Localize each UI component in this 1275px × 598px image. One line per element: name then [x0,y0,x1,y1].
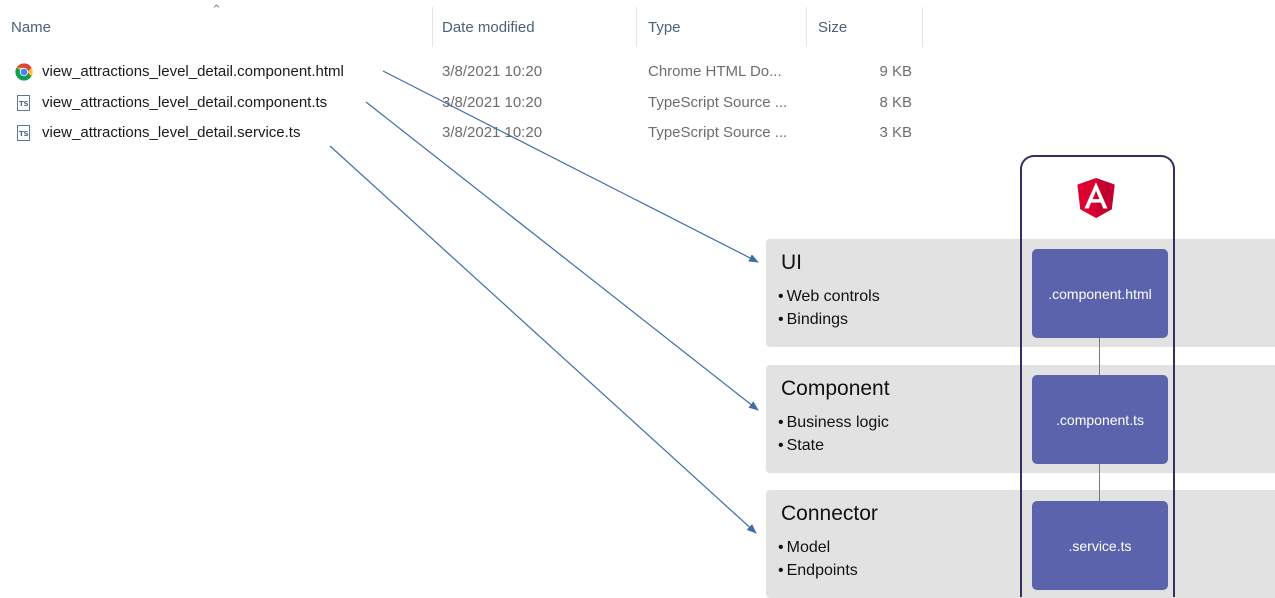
block-connector-line [1099,464,1100,501]
file-type: Chrome HTML Do... [648,63,782,80]
layer-bullet-list: Model Endpoints [778,536,858,582]
arrow-service-to-connector [329,145,757,534]
file-size: 3 KB [879,124,912,141]
column-header-type[interactable]: Type [648,19,681,36]
layer-title: Connector [781,502,878,525]
column-divider[interactable] [806,7,807,47]
layer-bullet-list: Web controls Bindings [778,285,880,331]
layer-bullet: Endpoints [778,559,858,582]
file-row-service-ts[interactable]: TS view_attractions_level_detail.service… [0,118,960,148]
block-component-html: .component.html [1032,249,1168,338]
column-divider[interactable] [922,7,923,47]
file-type: TypeScript Source ... [648,124,788,141]
file-size: 9 KB [879,63,912,80]
file-type: TypeScript Source ... [648,94,788,111]
column-header-name[interactable]: Name [11,19,52,36]
block-connector-line [1099,338,1100,375]
column-divider[interactable] [636,7,637,47]
layer-bullet: Web controls [778,285,880,308]
block-component-ts: .component.ts [1032,375,1168,464]
chrome-icon [15,63,33,81]
file-name: view_attractions_level_detail.component.… [42,63,344,80]
typescript-file-icon: TS [17,95,30,111]
typescript-file-icon: TS [17,125,30,141]
file-name: view_attractions_level_detail.service.ts [42,124,301,141]
layer-bullet-list: Business logic State [778,411,889,457]
file-size: 8 KB [879,94,912,111]
file-row-component-html[interactable]: view_attractions_level_detail.component.… [0,57,960,87]
file-row-component-ts[interactable]: TS view_attractions_level_detail.compone… [0,88,960,118]
file-date-modified: 3/8/2021 10:20 [442,94,543,111]
layer-bullet: State [778,434,889,457]
arrow-component-to-component [365,101,759,411]
layer-bullet: Bindings [778,308,880,331]
column-header-date-modified[interactable]: Date modified [442,19,535,36]
column-divider[interactable] [432,7,433,47]
layer-title: UI [781,251,802,274]
layer-title: Component [781,377,890,400]
column-header-row: ⌃ Name Date modified Type Size [0,0,1160,52]
layer-bullet: Model [778,536,858,559]
sort-ascending-icon[interactable]: ⌃ [211,2,222,17]
column-header-size[interactable]: Size [818,19,848,36]
layer-bullet: Business logic [778,411,889,434]
file-date-modified: 3/8/2021 10:20 [442,63,543,80]
file-name: view_attractions_level_detail.component.… [42,94,328,111]
angular-logo-icon [1077,178,1115,218]
angular-frame [1020,155,1175,597]
block-service-ts: .service.ts [1032,501,1168,590]
file-date-modified: 3/8/2021 10:20 [442,124,543,141]
